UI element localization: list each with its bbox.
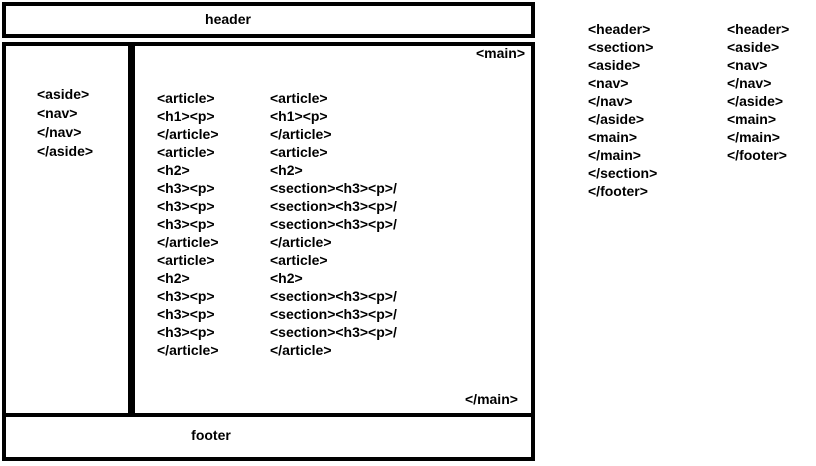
tag-line: </aside> [37,143,94,159]
tag-line: </section> [588,165,658,181]
tag-line: <h3><p> [157,306,215,322]
tag-line: <aside> [727,39,780,55]
tag-line: <nav> [727,57,768,73]
tag-line: <aside> [37,86,90,102]
tag-line: <h2> [157,162,190,178]
tag-line: <section> [588,39,654,55]
main-tag-column-2: <article> <h1><p> </article> <article> <h2> <… [270,89,397,359]
aside-main-divider [128,46,135,413]
tag-line: </aside> [588,111,645,127]
tag-line: <h3><p> [157,324,215,340]
tag-line: </aside> [727,93,784,109]
main-open-label: <main> [476,45,526,61]
tag-line: </article> [157,234,219,250]
tag-line: <article> [270,252,328,268]
main-tag-column-1: <article> <h1><p> </article> <article> <h2> <… [157,89,219,359]
tag-line: <header> [588,21,651,37]
tag-line: </nav> [588,93,633,109]
tag-line: <h3><p> [157,288,215,304]
content-box [2,42,535,417]
tag-line: <section><h3><p>/ [270,198,397,214]
tag-line: <article> [157,252,215,268]
tag-line: </main> [588,147,641,163]
hierarchy-list-without-section: <header> <aside> <nav> </nav> </aside> <main>… [727,20,789,164]
tag-line: <h1><p> [157,108,215,124]
tag-line: </article> [157,126,219,142]
tag-line: </main> [727,129,780,145]
tag-line: </footer> [727,147,787,163]
tag-line: <section><h3><p>/ [270,306,397,322]
tag-line: <h3><p> [157,198,215,214]
footer-box [2,413,535,461]
aside-tag-list: <aside> <nav> </nav> </aside> [37,85,93,161]
tag-line: <nav> [37,105,78,121]
tag-line: <article> [157,90,215,106]
tag-line: </article> [270,234,332,250]
tag-line: <section><h3><p>/ [270,324,397,340]
tag-line: <article> [270,144,328,160]
tag-line: <main> [727,111,777,127]
hierarchy-list-with-section: <header> <section> <aside> <nav> </nav> </asi… [588,20,657,200]
tag-line: <section><h3><p>/ [270,180,397,196]
tag-line: </nav> [727,75,772,91]
header-box [2,2,535,38]
tag-line: </nav> [37,124,82,140]
footer-box-label: footer [191,427,231,443]
tag-line: </article> [157,342,219,358]
tag-line: </article> [270,342,332,358]
tag-line: <article> [157,144,215,160]
tag-line: <h3><p> [157,216,215,232]
tag-line: </footer> [588,183,648,199]
tag-line: <section><h3><p>/ [270,288,397,304]
tag-line: <h2> [270,162,303,178]
tag-line: <h3><p> [157,180,215,196]
header-box-label: header [205,11,251,27]
main-close-label: </main> [465,391,518,407]
tag-line: <nav> [588,75,629,91]
tag-line: <aside> [588,57,641,73]
tag-line: <section><h3><p>/ [270,216,397,232]
tag-line: <main> [588,129,638,145]
tag-line: <article> [270,90,328,106]
tag-line: <header> [727,21,790,37]
tag-line: <h2> [157,270,190,286]
tag-line: <h2> [270,270,303,286]
tag-line: <h1><p> [270,108,328,124]
tag-line: </article> [270,126,332,142]
